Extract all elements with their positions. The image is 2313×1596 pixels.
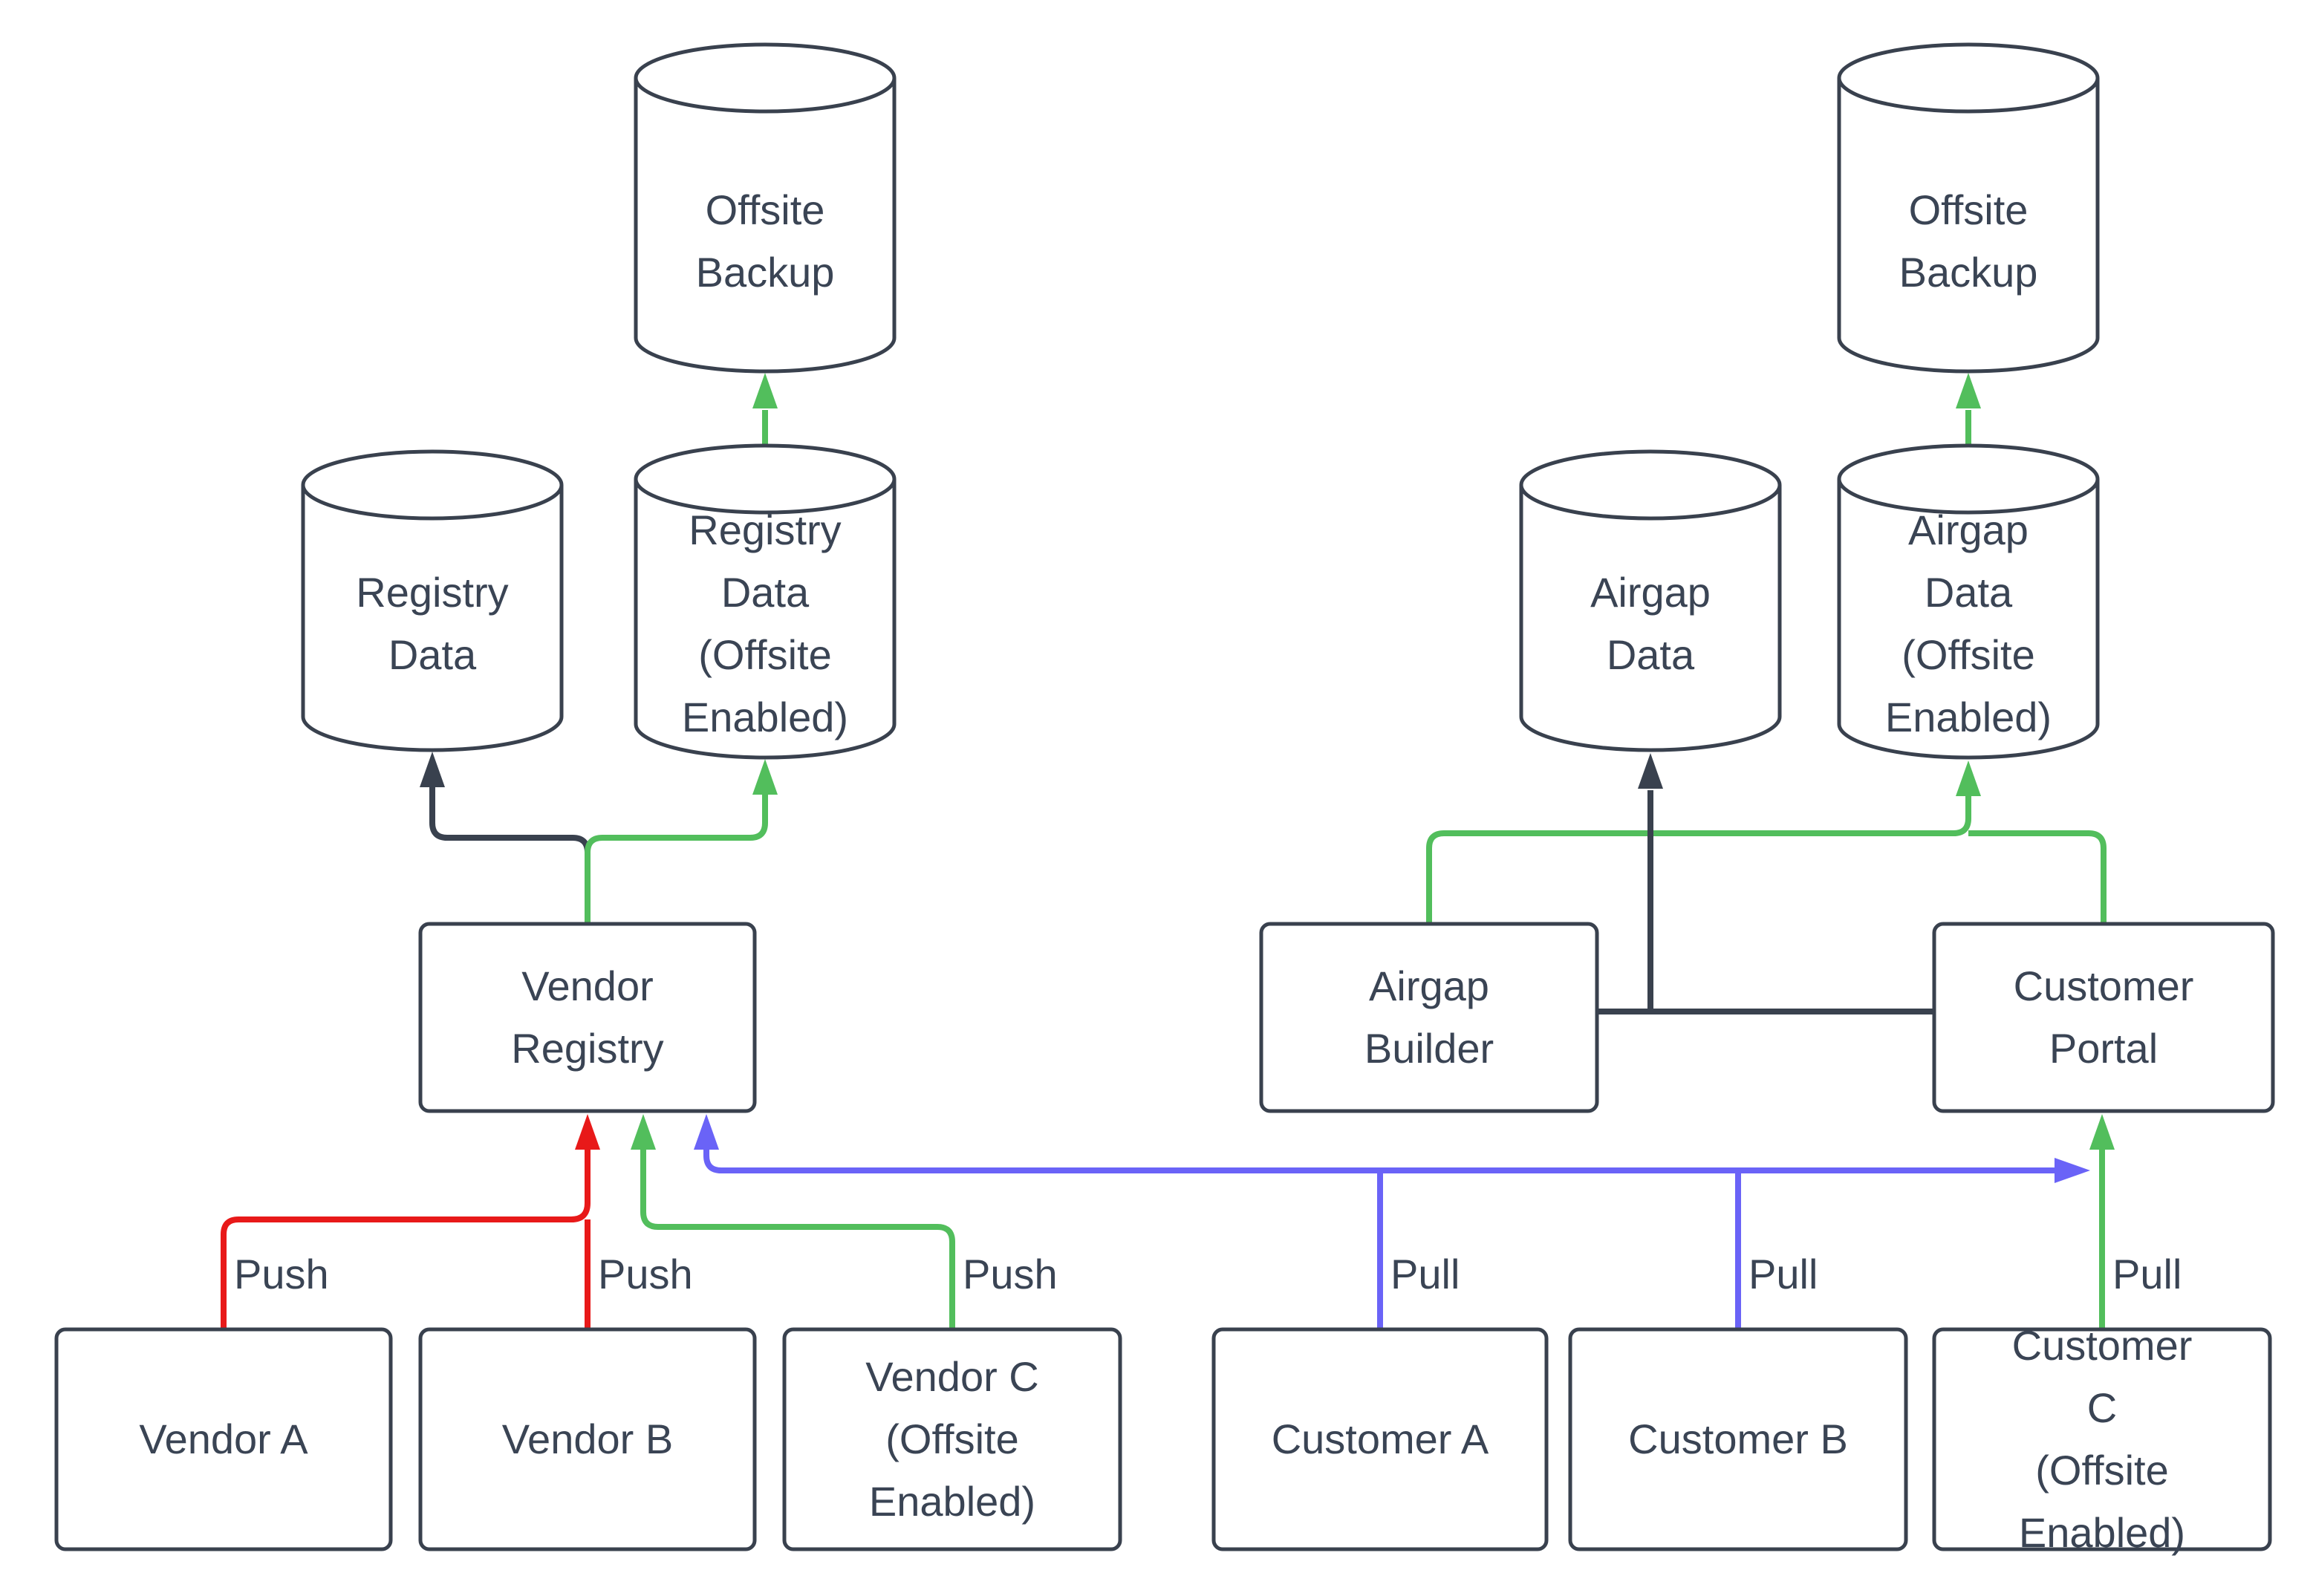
box-vendor-a	[54, 1327, 393, 1551]
edge-push-vendor-a-b	[221, 1114, 600, 1329]
edge-label-pull-customer-a: Pull	[1390, 1251, 1460, 1297]
box-customer-c	[1932, 1327, 2272, 1551]
cylinder-airgap-data-offsite	[1837, 443, 2100, 760]
cylinder-offsite-backup-left	[634, 42, 897, 374]
edge-airgap-builder-to-airgap-data-offsite	[1426, 760, 1981, 924]
label-vendor-c: Vendor C (Offsite Enabled)	[865, 1353, 1039, 1525]
label-registry-data: Registry Data	[356, 569, 509, 678]
label-airgap-data-offsite: Airgap Data (Offsite Enabled)	[1884, 507, 2052, 740]
box-vendor-registry	[418, 922, 757, 1113]
label-customer-a: Customer A	[1271, 1416, 1489, 1462]
cylinder-airgap-data	[1519, 449, 1782, 752]
edge-customer-portal-to-airgap-data-offsite	[1968, 830, 2107, 924]
label-airgap-data: Airgap Data	[1590, 569, 1711, 678]
label-customer-portal: Customer Portal	[2013, 963, 2194, 1072]
edge-to-airgap-data	[1638, 753, 1663, 1012]
edge-label-push-vendor-a: Push	[234, 1251, 329, 1297]
label-customer-c: Customer C (Offsite Enabled)	[2011, 1322, 2193, 1556]
box-customer-a	[1211, 1327, 1549, 1551]
label-vendor-registry: Vendor Registry	[511, 963, 664, 1072]
edge-vendor-registry-to-registry-data	[420, 752, 591, 924]
edge-label-pull-customer-b: Pull	[1748, 1251, 1818, 1297]
edge-airgap-data-offsite-to-backup	[1956, 373, 1981, 444]
edge-push-vendor-c	[631, 1114, 955, 1329]
edge-registry-data-offsite-to-backup	[752, 373, 778, 444]
box-customer-b	[1568, 1327, 1908, 1551]
edge-label-push-vendor-c: Push	[963, 1251, 1058, 1297]
edge-label-push-vendor-b: Push	[598, 1251, 693, 1297]
label-airgap-builder: Airgap Builder	[1364, 963, 1494, 1072]
edge-label-pull-customer-c: Pull	[2112, 1251, 2182, 1297]
box-vendor-b	[418, 1327, 757, 1551]
label-customer-b: Customer B	[1628, 1416, 1848, 1462]
box-vendor-c	[782, 1327, 1122, 1551]
label-vendor-a: Vendor A	[139, 1416, 308, 1462]
box-customer-portal	[1932, 922, 2275, 1113]
label-registry-data-offsite: Registry Data (Offsite Enabled)	[681, 507, 849, 740]
edge-pull-customer-c	[2089, 1114, 2115, 1329]
edge-pull-customers	[694, 1114, 2090, 1329]
cylinder-registry-data-offsite	[634, 443, 897, 760]
label-offsite-backup-right: Offsite Backup	[1899, 186, 2038, 296]
edge-vendor-registry-to-registry-data-offsite	[585, 759, 778, 924]
cylinder-registry-data	[301, 449, 564, 752]
label-vendor-b: Vendor B	[501, 1416, 674, 1462]
cylinder-offsite-backup-right	[1837, 42, 2100, 374]
box-airgap-builder	[1259, 922, 1599, 1113]
label-offsite-backup-left: Offsite Backup	[695, 186, 835, 296]
